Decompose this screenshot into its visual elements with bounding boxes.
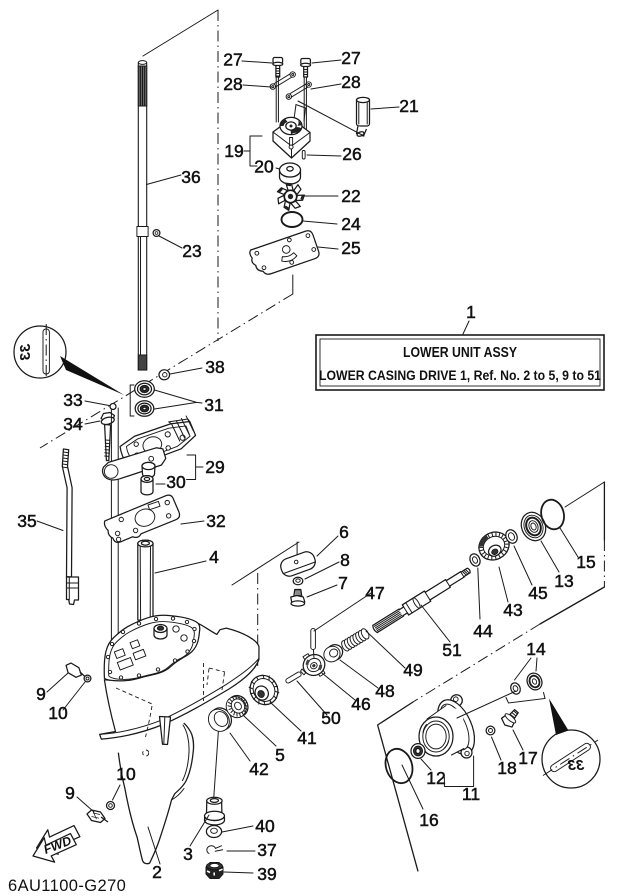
svg-text:31: 31: [204, 395, 223, 415]
svg-text:49: 49: [403, 660, 422, 680]
svg-text:10: 10: [116, 764, 136, 784]
svg-text:44: 44: [473, 621, 493, 641]
svg-text:37: 37: [257, 840, 276, 860]
svg-text:6AU1100-G270: 6AU1100-G270: [8, 877, 126, 895]
svg-text:27: 27: [223, 50, 242, 70]
svg-text:46: 46: [351, 694, 370, 714]
svg-text:LOWER UNIT ASSY: LOWER UNIT ASSY: [403, 344, 517, 361]
svg-text:9: 9: [36, 684, 46, 704]
svg-text:30: 30: [166, 472, 186, 492]
svg-text:4: 4: [209, 547, 219, 567]
svg-text:41: 41: [297, 728, 316, 748]
svg-text:33: 33: [17, 344, 34, 361]
svg-text:51: 51: [442, 640, 461, 660]
svg-text:38: 38: [205, 357, 224, 377]
svg-text:2: 2: [152, 862, 162, 882]
svg-text:8: 8: [340, 550, 350, 570]
svg-text:24: 24: [341, 214, 361, 234]
svg-text:5: 5: [275, 745, 285, 765]
svg-text:33: 33: [567, 757, 584, 774]
svg-text:40: 40: [255, 816, 275, 836]
svg-text:7: 7: [338, 573, 348, 593]
svg-text:18: 18: [497, 758, 516, 778]
svg-text:16: 16: [419, 810, 438, 830]
svg-text:28: 28: [341, 72, 360, 92]
svg-text:17: 17: [518, 748, 537, 768]
svg-text:25: 25: [341, 238, 360, 258]
svg-text:39: 39: [257, 864, 276, 884]
svg-text:42: 42: [249, 759, 268, 779]
svg-text:9: 9: [65, 783, 75, 803]
svg-text:32: 32: [206, 511, 225, 531]
svg-text:10: 10: [48, 703, 68, 723]
svg-text:6: 6: [339, 522, 349, 542]
svg-text:LOWER CASING DRIVE 1, Ref. No: LOWER CASING DRIVE 1, Ref. No. 2 to 5, 9…: [319, 368, 601, 383]
svg-text:11: 11: [462, 784, 480, 804]
svg-text:28: 28: [223, 74, 242, 94]
svg-text:43: 43: [503, 600, 522, 620]
svg-text:26: 26: [342, 144, 361, 164]
svg-text:13: 13: [554, 571, 573, 591]
svg-text:27: 27: [341, 48, 360, 68]
svg-text:47: 47: [365, 583, 384, 603]
svg-text:36: 36: [181, 167, 200, 187]
svg-text:12: 12: [426, 768, 445, 788]
svg-text:48: 48: [375, 681, 394, 701]
svg-text:29: 29: [205, 457, 224, 477]
svg-text:22: 22: [341, 186, 360, 206]
svg-text:15: 15: [576, 552, 595, 572]
svg-text:19: 19: [224, 141, 243, 161]
svg-text:23: 23: [182, 241, 201, 261]
svg-text:3: 3: [183, 844, 193, 864]
svg-text:21: 21: [399, 96, 418, 116]
svg-text:33: 33: [63, 390, 82, 410]
svg-text:35: 35: [17, 511, 36, 531]
svg-text:45: 45: [528, 583, 547, 603]
svg-text:1: 1: [466, 302, 476, 322]
svg-text:14: 14: [526, 639, 546, 659]
svg-text:20: 20: [254, 157, 274, 177]
svg-text:34: 34: [63, 414, 83, 434]
svg-text:50: 50: [321, 708, 341, 728]
